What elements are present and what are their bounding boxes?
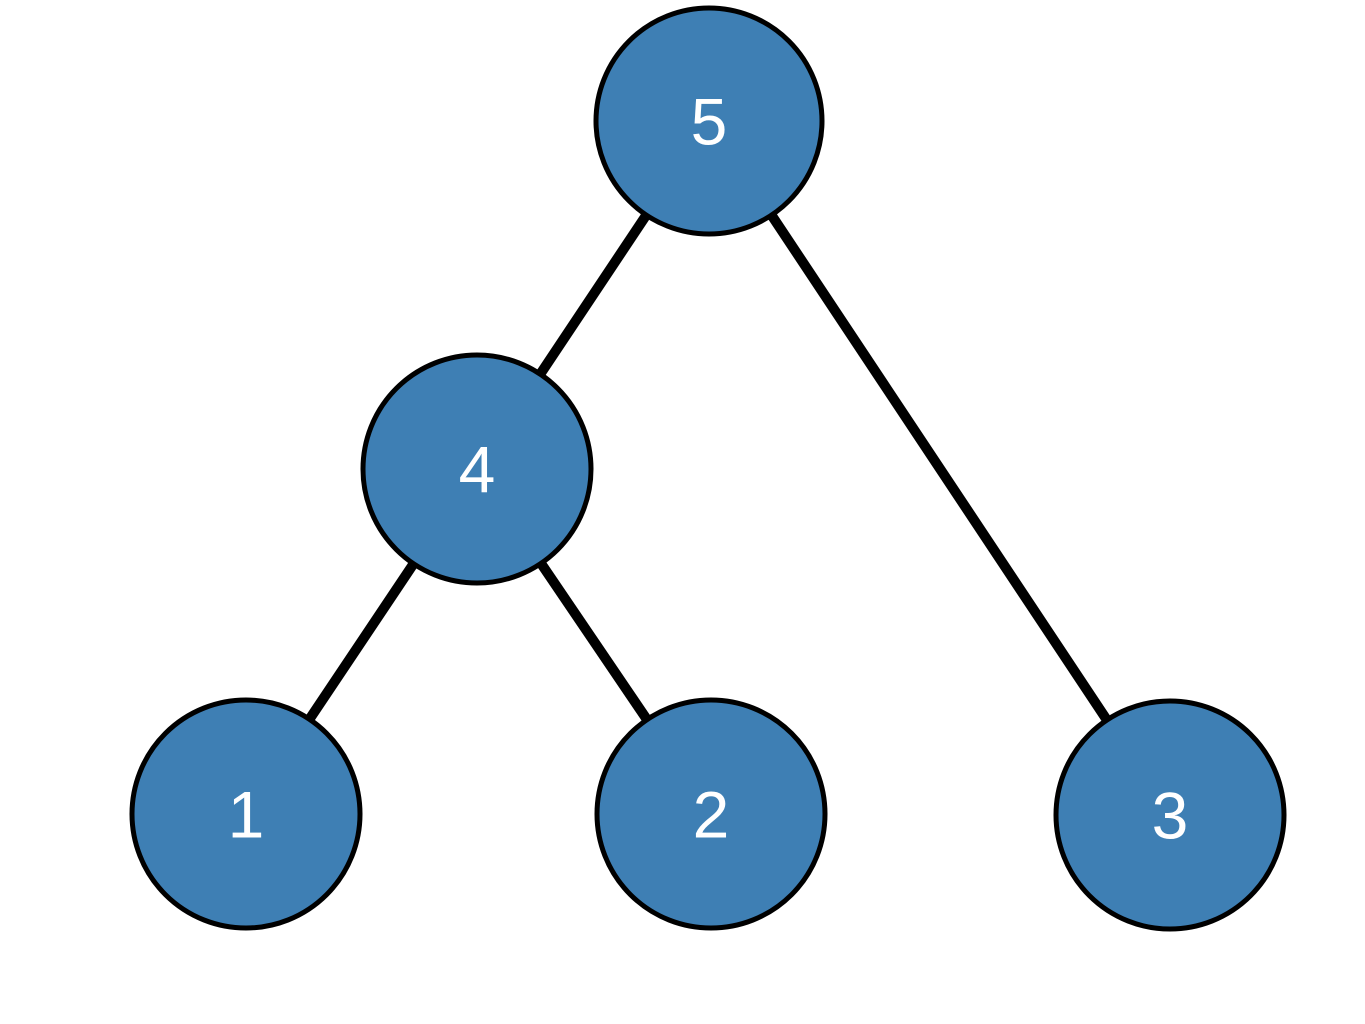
tree-node-1: 1 — [129, 697, 363, 931]
tree-node-circle-5 — [593, 5, 825, 237]
tree-nodes-layer: 5 4 1 2 3 — [129, 5, 1287, 932]
tree-node-label-2: 2 — [693, 777, 730, 851]
tree-node-label-4: 4 — [459, 432, 496, 506]
tree-node-4: 4 — [360, 352, 594, 586]
tree-node-label-5: 5 — [691, 84, 728, 158]
tree-node-3: 3 — [1053, 698, 1287, 932]
tree-node-2: 2 — [594, 697, 828, 931]
tree-node-circle-1 — [129, 697, 363, 931]
tree-node-label-3: 3 — [1152, 778, 1189, 852]
tree-node-circle-2 — [594, 697, 828, 931]
tree-node-label-1: 1 — [228, 777, 265, 851]
tree-node-circle-4 — [360, 352, 594, 586]
tree-node-circle-3 — [1053, 698, 1287, 932]
tree-edge-5-3 — [704, 118, 1175, 818]
tree-node-5: 5 — [593, 5, 825, 237]
